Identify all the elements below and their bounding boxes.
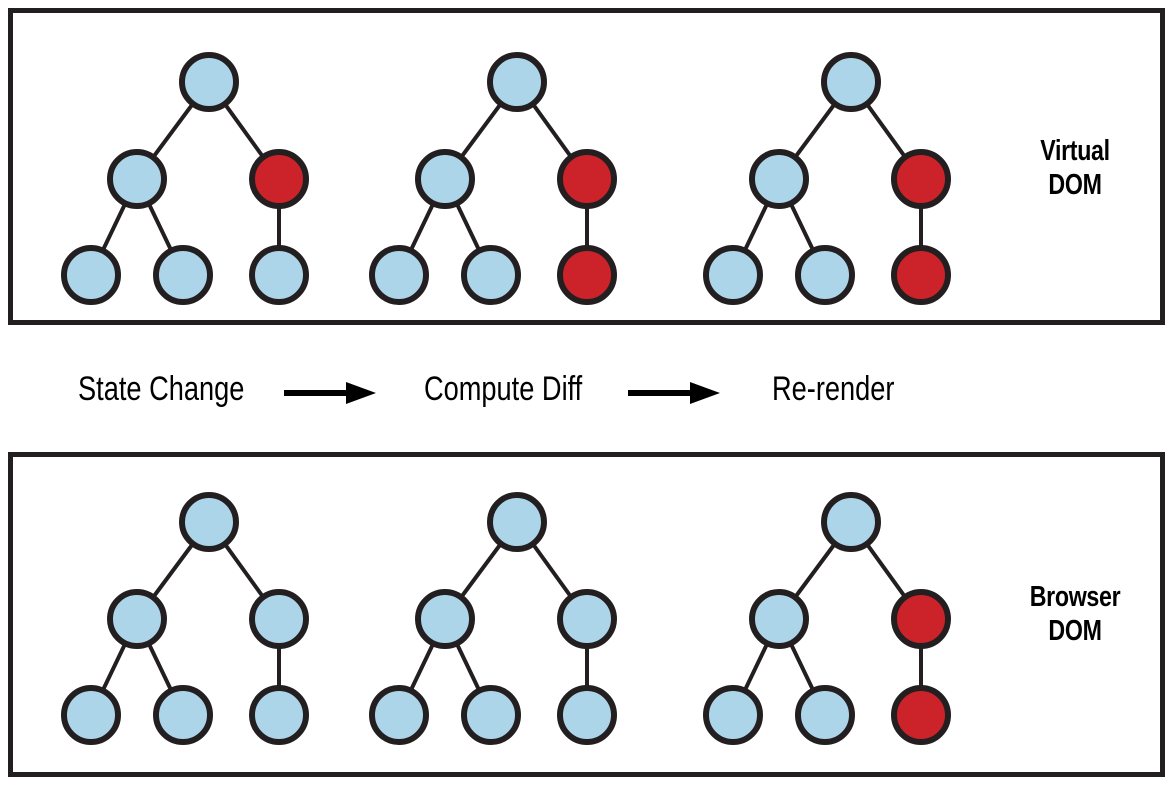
tree-node bbox=[703, 245, 763, 305]
tree-node bbox=[179, 492, 239, 552]
tree-node-changed bbox=[891, 149, 951, 209]
flow-label-compute-diff: Compute Diff bbox=[424, 370, 583, 408]
tree-node bbox=[153, 685, 213, 745]
browser-dom-trees bbox=[61, 492, 951, 745]
arrow-right-icon bbox=[628, 382, 720, 404]
virtual-dom-tree-3 bbox=[703, 52, 951, 305]
tree-node-changed bbox=[249, 149, 309, 209]
tree-node bbox=[153, 245, 213, 305]
arrow-right-icon bbox=[284, 382, 376, 404]
flow-row: State Change Compute Diff Re-render bbox=[0, 333, 1173, 443]
tree-node-changed bbox=[557, 149, 617, 209]
tree-node bbox=[369, 245, 429, 305]
tree-node bbox=[749, 589, 809, 649]
browser-dom-tree-1 bbox=[61, 492, 309, 745]
virtual-dom-tree-2 bbox=[369, 52, 617, 305]
tree-node bbox=[179, 52, 239, 112]
tree-node bbox=[249, 245, 309, 305]
browser-dom-tree-3 bbox=[703, 492, 951, 745]
tree-node bbox=[703, 685, 763, 745]
virtual-dom-trees bbox=[61, 52, 951, 305]
tree-node bbox=[795, 245, 855, 305]
tree-node bbox=[107, 589, 167, 649]
flow-label-state-change: State Change bbox=[78, 370, 245, 408]
panel-label-browser-dom: Browser DOM bbox=[1029, 581, 1121, 647]
tree-node bbox=[61, 685, 121, 745]
tree-node bbox=[487, 492, 547, 552]
tree-node bbox=[415, 589, 475, 649]
virtual-dom-tree-1 bbox=[61, 52, 309, 305]
tree-node bbox=[107, 149, 167, 209]
tree-node bbox=[461, 245, 521, 305]
tree-node-changed bbox=[557, 245, 617, 305]
browser-dom-tree-2 bbox=[369, 492, 617, 745]
flow-label-re-render: Re-render bbox=[772, 370, 895, 408]
tree-node bbox=[249, 589, 309, 649]
tree-node bbox=[821, 52, 881, 112]
panel-virtual-dom bbox=[8, 8, 1165, 325]
tree-node bbox=[557, 685, 617, 745]
tree-node-changed bbox=[891, 589, 951, 649]
tree-node bbox=[487, 52, 547, 112]
tree-node bbox=[415, 149, 475, 209]
tree-node bbox=[749, 149, 809, 209]
tree-node bbox=[821, 492, 881, 552]
tree-node bbox=[795, 685, 855, 745]
tree-node-changed bbox=[891, 685, 951, 745]
panel-browser-dom bbox=[8, 452, 1165, 777]
tree-node bbox=[557, 589, 617, 649]
tree-node bbox=[249, 685, 309, 745]
tree-node-changed bbox=[891, 245, 951, 305]
tree-node bbox=[61, 245, 121, 305]
tree-node bbox=[461, 685, 521, 745]
panel-label-virtual-dom: Virtual DOM bbox=[1040, 135, 1110, 201]
tree-node bbox=[369, 685, 429, 745]
